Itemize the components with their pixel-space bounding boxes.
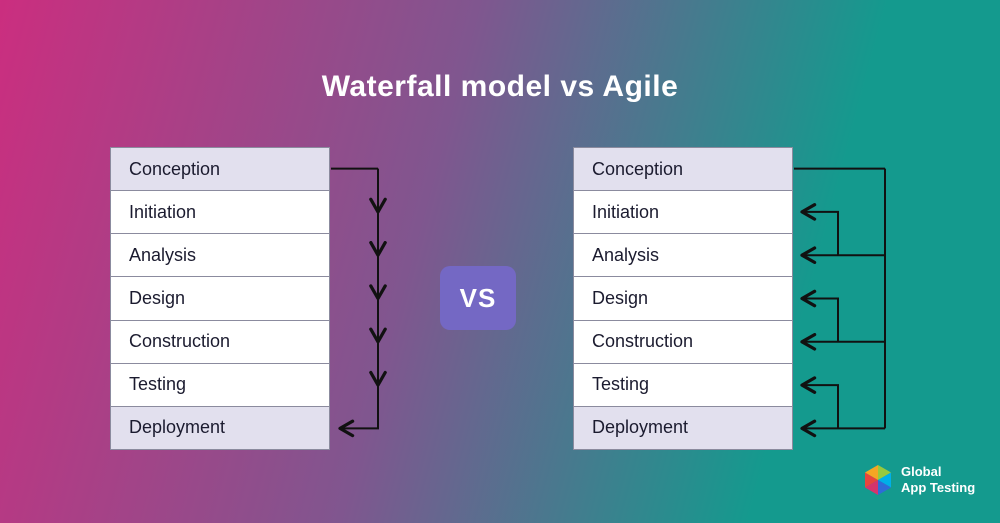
table-row: Conception [574, 148, 792, 192]
vs-badge: VS [440, 266, 516, 330]
table-row: Testing [111, 363, 329, 407]
agile-flow-arrows [794, 167, 886, 438]
brand-logo: Global App Testing [863, 464, 975, 497]
table-row: Design [111, 277, 329, 321]
waterfall-flow-arrows [331, 167, 387, 438]
table-row: Analysis [574, 234, 792, 278]
brand-logo-text: Global App Testing [901, 464, 975, 497]
table-row: Construction [111, 320, 329, 364]
global-app-testing-icon [865, 465, 891, 496]
brand-logo-line1: Global [901, 464, 942, 479]
page-title: Waterfall model vs Agile [321, 70, 679, 103]
table-row: Design [574, 277, 792, 321]
table-row: Deployment [574, 406, 792, 449]
table-row: Testing [574, 363, 792, 407]
table-row: Initiation [111, 191, 329, 235]
table-row: Conception [111, 148, 329, 192]
agile-table: Conception Initiation Analysis Design Co… [573, 147, 793, 450]
table-row: Construction [574, 320, 792, 364]
table-row: Analysis [111, 234, 329, 278]
brand-logo-line2: App Testing [901, 480, 976, 496]
table-row: Initiation [574, 191, 792, 235]
waterfall-table: Conception Initiation Analysis Design Co… [110, 147, 330, 450]
table-row: Deployment [111, 406, 329, 449]
